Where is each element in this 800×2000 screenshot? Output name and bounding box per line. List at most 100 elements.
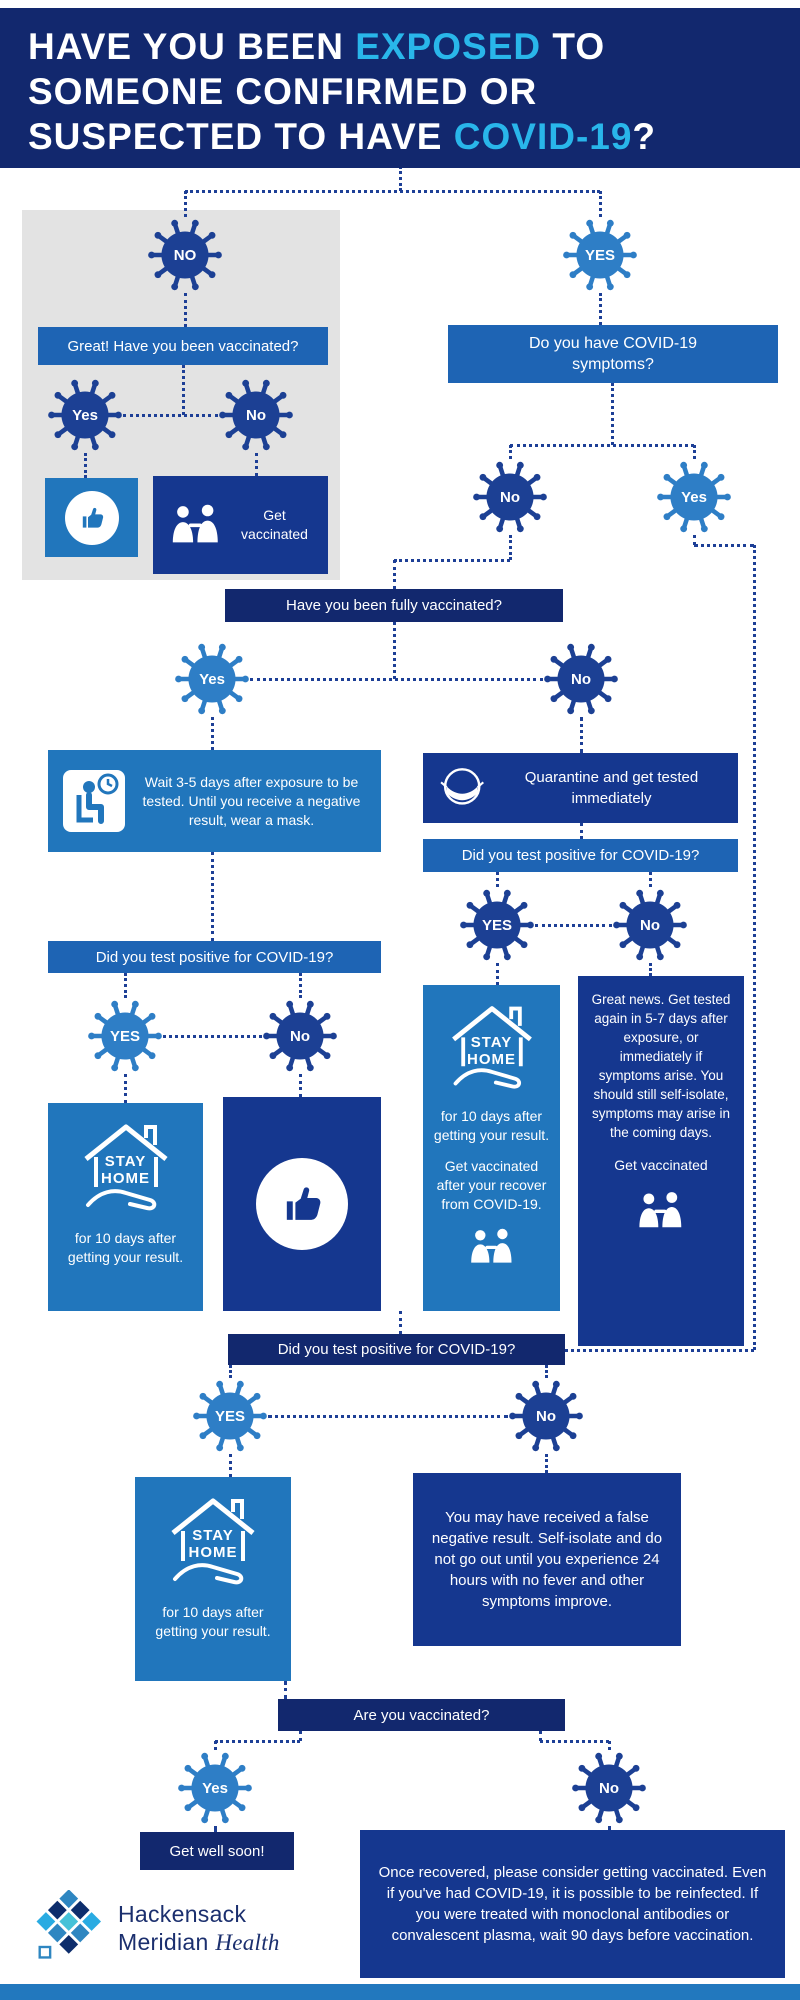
connector-line xyxy=(215,1740,300,1743)
stay-text: STAY xyxy=(104,1153,147,1170)
connector-line xyxy=(694,544,754,547)
connector-line xyxy=(509,445,512,459)
result-box-thumbs-up-big xyxy=(223,1097,381,1311)
node-label: No xyxy=(599,1779,619,1797)
connector-line xyxy=(693,445,696,459)
node-vaccinated-yes: Yes xyxy=(47,377,123,453)
result-box-wait: Wait 3-5 days after exposure to be teste… xyxy=(48,750,381,852)
connector-line xyxy=(496,872,499,887)
waiting-patient-icon xyxy=(63,770,125,832)
connector-line xyxy=(393,560,396,589)
vaccination-icon xyxy=(639,1192,682,1228)
result-box-quarantine: Quarantine and get tested immediately xyxy=(423,753,738,823)
connector-line xyxy=(163,1035,262,1038)
node-root-yes: YES xyxy=(562,217,638,293)
question-text: Are you vaccinated? xyxy=(353,1706,490,1724)
node-label: No xyxy=(500,488,520,506)
node-label: YES xyxy=(481,916,512,934)
node-symptoms-yes: Yes xyxy=(656,459,732,535)
connector-line xyxy=(510,444,694,447)
stay-text: STAY xyxy=(192,1527,234,1544)
connector-line xyxy=(184,191,187,217)
node-fully-vaccinated-no: No xyxy=(543,641,619,717)
connector-line xyxy=(299,1731,302,1741)
connector-line xyxy=(250,678,543,681)
connector-line xyxy=(649,872,652,887)
node-left-test-yes: YES xyxy=(87,998,163,1074)
brand-meridian: Meridian xyxy=(118,1929,209,1955)
question-banner-are-you-vaccinated: Are you vaccinated? xyxy=(278,1699,565,1731)
connector-line xyxy=(299,1074,302,1097)
connector-line xyxy=(496,963,499,985)
result-text: Get vaccinated after your recover from C… xyxy=(436,1158,547,1212)
title-accent-exposed: EXPOSED xyxy=(355,26,542,67)
connector-line xyxy=(399,1311,402,1334)
question-text: Great! Have you been vaccinated? xyxy=(67,337,299,355)
title-line-3: SUSPECTED TO HAVE COVID-19? xyxy=(28,114,776,159)
node-label: YES xyxy=(214,1407,245,1425)
connector-line xyxy=(124,1074,127,1103)
footer-bar xyxy=(0,1984,800,2000)
node-label: No xyxy=(246,406,266,424)
brand-wordmark: Hackensack Meridian Health xyxy=(118,1900,280,1957)
connector-line xyxy=(84,453,87,478)
connector-line xyxy=(299,973,302,998)
node-fully-vaccinated-yes: Yes xyxy=(174,641,250,717)
connector-line xyxy=(211,852,214,941)
result-text: Get vaccinated xyxy=(241,507,308,542)
connector-line xyxy=(509,535,512,560)
connector-line xyxy=(545,1365,548,1378)
result-box-thumbs-up-small xyxy=(45,478,138,557)
connector-line xyxy=(211,717,214,750)
node-bottom-test-yes: YES xyxy=(192,1378,268,1454)
node-final-no: No xyxy=(571,1750,647,1826)
result-text: You may have received a false negative r… xyxy=(431,1509,663,1610)
connector-line xyxy=(185,190,600,193)
result-text: Great news. Get tested again in 5-7 days… xyxy=(591,992,731,1140)
connector-line xyxy=(611,383,614,445)
connector-line xyxy=(123,414,218,417)
connector-line xyxy=(580,717,583,753)
connector-line xyxy=(124,973,127,998)
node-right-test-yes: YES xyxy=(459,887,535,963)
connector-line xyxy=(693,535,696,545)
connector-line xyxy=(229,1365,232,1378)
connector-line xyxy=(539,1731,542,1741)
home-text: HOME xyxy=(101,1170,150,1187)
result-text: Get well soon! xyxy=(169,1842,265,1860)
title-text: TO xyxy=(541,26,606,67)
question-banner-test-positive-bottom: Did you test positive for COVID-19? xyxy=(228,1334,565,1365)
title-text: ? xyxy=(632,116,657,157)
result-box-get-well: Get well soon! xyxy=(140,1832,294,1870)
result-text: Wait 3-5 days after exposure to be teste… xyxy=(142,773,361,828)
result-box-once-recovered: Once recovered, please consider getting … xyxy=(360,1830,785,1978)
title-line-2: SOMEONE CONFIRMED OR xyxy=(28,69,776,114)
node-label: Yes xyxy=(681,488,707,506)
brand-logo-icon xyxy=(36,1890,102,1959)
connector-line xyxy=(753,545,756,1350)
connector-line xyxy=(184,293,187,327)
vaccination-icon xyxy=(470,1228,511,1263)
thumbs-up-icon xyxy=(64,490,119,545)
connector-line xyxy=(599,293,602,325)
connector-line xyxy=(394,559,510,562)
node-label: NO xyxy=(173,246,197,264)
connector-line xyxy=(214,1826,217,1832)
mask-face-icon xyxy=(440,768,484,805)
question-text: Do you have COVID-19 symptoms? xyxy=(528,335,698,373)
connector-line xyxy=(649,963,652,976)
thumbs-up-icon xyxy=(256,1158,348,1250)
question-banner-vaccinated: Great! Have you been vaccinated? xyxy=(38,327,328,365)
connector-line xyxy=(608,1826,611,1832)
node-right-test-no: No xyxy=(612,887,688,963)
result-box-great-news: Great news. Get tested again in 5-7 days… xyxy=(578,976,744,1346)
node-label: Yes xyxy=(199,670,225,688)
result-box-false-negative: You may have received a false negative r… xyxy=(413,1473,681,1646)
connector-line xyxy=(214,1741,217,1750)
result-box-get-vaccinated-small: Get vaccinated xyxy=(153,476,328,574)
brand-health: Health xyxy=(215,1930,280,1955)
